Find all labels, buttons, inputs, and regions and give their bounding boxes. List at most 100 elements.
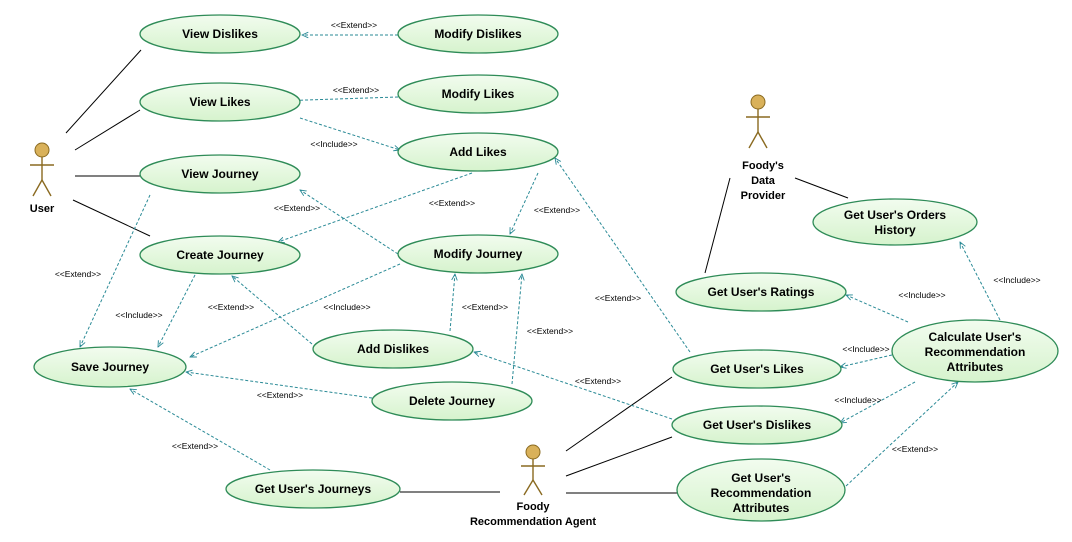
usecase-label: Get User's Ratings (708, 285, 815, 299)
label-include: <<Include>> (993, 275, 1040, 285)
usecase-label: Attributes (947, 360, 1004, 374)
label-extend: <<Extend>> (534, 205, 580, 215)
usecase-label: Get User's (731, 471, 791, 485)
usecase-label: Recommendation (925, 345, 1026, 359)
usecase-get-users-dislikes[interactable]: Get User's Dislikes (671, 405, 843, 445)
dep-user-likes-add-likes (555, 158, 691, 353)
dep-calc-ratings (846, 295, 909, 323)
label-extend: <<Extend>> (595, 293, 641, 303)
usecase-label: Get User's Dislikes (703, 418, 812, 432)
actor-label: Provider (741, 190, 786, 202)
stick-figure-icon (521, 444, 545, 496)
dep-add-likes-modify-journey (510, 172, 539, 234)
actor-label: User (30, 203, 55, 215)
dep-modify-journey-view-journey (300, 190, 399, 255)
usecase-get-users-likes[interactable]: Get User's Likes (672, 349, 842, 389)
assoc-user-view-dislikes (65, 49, 142, 134)
usecase-add-likes[interactable]: Add Likes (397, 132, 559, 172)
label-extend: <<Extend>> (462, 302, 508, 312)
usecase-modify-likes[interactable]: Modify Likes (397, 74, 559, 114)
usecase-label: Modify Likes (442, 87, 515, 101)
usecase-label: Attributes (733, 501, 790, 515)
usecase-label: Add Likes (449, 145, 507, 159)
dep-calc-user-likes (840, 354, 893, 367)
label-extend: <<Extend>> (55, 269, 101, 279)
usecase-add-dislikes[interactable]: Add Dislikes (312, 329, 474, 369)
dep-modify-journey-save-journey (190, 263, 401, 357)
dependencies (80, 35, 1001, 487)
usecase-get-users-journeys[interactable]: Get User's Journeys (225, 469, 401, 509)
dep-view-likes-add-likes (299, 117, 400, 150)
label-include: <<Include>> (842, 344, 889, 354)
assoc-provider-ratings (704, 177, 731, 274)
actor-label: Data (751, 175, 776, 187)
label-include: <<Include>> (834, 395, 881, 405)
actor-label: Foody (517, 501, 551, 513)
usecase-label: View Journey (181, 167, 258, 181)
label-extend: <<Extend>> (527, 326, 573, 336)
dep-get-journeys-save-journey (130, 389, 271, 471)
relation-labels: <<Extend>> <<Extend>> <<Include>> <<Exte… (55, 20, 1041, 454)
label-extend: <<Extend>> (892, 444, 938, 454)
usecase-label: History (874, 223, 916, 237)
label-extend: <<Extend>> (257, 390, 303, 400)
use-cases: View Dislikes Modify Dislikes View Likes… (33, 14, 1059, 522)
label-include: <<Include>> (115, 310, 162, 320)
usecase-label: Get User's Orders (844, 208, 947, 222)
actor-foodys-data-provider[interactable]: Foody's Data Provider (741, 94, 786, 202)
dep-delete-journey-save-journey (186, 372, 373, 399)
usecase-save-journey[interactable]: Save Journey (33, 346, 187, 388)
actor-label: Recommendation Agent (470, 516, 596, 528)
dep-view-journey-save-journey (80, 194, 151, 347)
usecase-label: Modify Dislikes (434, 27, 522, 41)
dep-calc-user-dislikes (840, 381, 916, 423)
assoc-agent-likes (565, 376, 673, 452)
dep-rec-attrs-calc (845, 382, 958, 487)
usecase-calculate-recommendation-attributes[interactable]: Calculate User's Recommendation Attribut… (891, 319, 1059, 383)
assoc-agent-dislikes (565, 436, 673, 477)
usecase-label: Delete Journey (409, 394, 495, 408)
usecase-modify-dislikes[interactable]: Modify Dislikes (397, 14, 559, 54)
usecase-label: View Dislikes (182, 27, 258, 41)
usecase-label: Create Journey (176, 248, 264, 262)
usecase-label: Get User's Journeys (255, 482, 372, 496)
assoc-user-create-journey (72, 199, 151, 237)
usecase-create-journey[interactable]: Create Journey (139, 235, 301, 275)
label-extend: <<Extend>> (172, 441, 218, 451)
stick-figure-icon (746, 94, 770, 149)
dep-add-dislikes-modify-journey (449, 274, 455, 332)
usecase-label: Save Journey (71, 360, 149, 374)
usecase-label: Modify Journey (434, 247, 523, 261)
dep-delete-journey-modify-journey (511, 274, 522, 385)
dep-create-journey-save-journey (158, 274, 196, 347)
label-extend: <<Extend>> (333, 85, 379, 95)
usecase-label: View Likes (189, 95, 250, 109)
usecase-label: Add Dislikes (357, 342, 429, 356)
label-extend: <<Extend>> (208, 302, 254, 312)
label-extend: <<Extend>> (274, 203, 320, 213)
stick-figure-icon (30, 142, 54, 197)
usecase-get-users-orders-history[interactable]: Get User's Orders History (812, 198, 978, 246)
dep-add-dislikes-create-journey (232, 276, 313, 345)
usecase-get-users-recommendation-attributes[interactable]: Get User's Recommendation Attributes (676, 458, 846, 522)
usecase-view-likes[interactable]: View Likes (139, 82, 301, 122)
usecase-label: Recommendation (711, 486, 812, 500)
label-include: <<Include>> (310, 139, 357, 149)
label-include: <<Include>> (323, 302, 370, 312)
usecase-modify-journey[interactable]: Modify Journey (397, 234, 559, 274)
assoc-provider-orders (794, 177, 849, 199)
associations (65, 49, 849, 494)
actor-foody-recommendation-agent[interactable]: Foody Recommendation Agent (470, 444, 596, 528)
label-extend: <<Extend>> (575, 376, 621, 386)
usecase-label: Get User's Likes (710, 362, 804, 376)
label-extend: <<Extend>> (331, 20, 377, 30)
label-include: <<Include>> (898, 290, 945, 300)
usecase-label: Calculate User's (929, 330, 1022, 344)
dep-add-likes-create-journey (278, 172, 473, 242)
usecase-delete-journey[interactable]: Delete Journey (371, 381, 533, 421)
actor-user[interactable]: User (30, 142, 55, 215)
usecase-view-journey[interactable]: View Journey (139, 154, 301, 194)
usecase-get-users-ratings[interactable]: Get User's Ratings (675, 272, 847, 312)
usecase-view-dislikes[interactable]: View Dislikes (139, 14, 301, 54)
